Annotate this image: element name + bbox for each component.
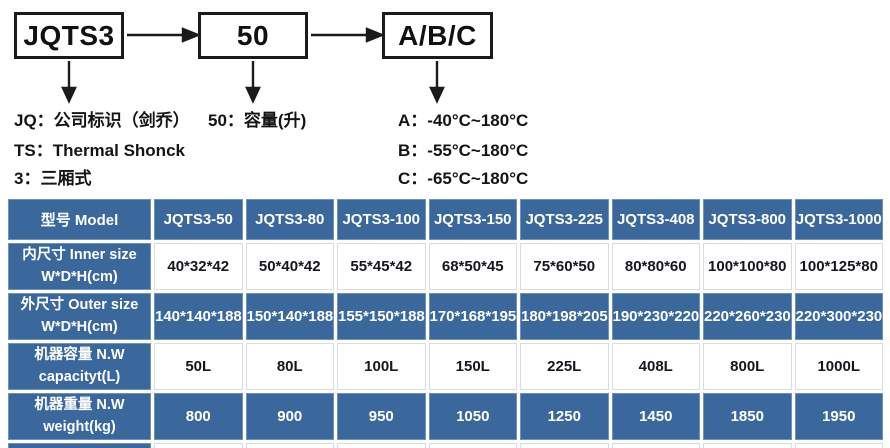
header-model-label: 型号 Model <box>8 199 151 240</box>
spec-cell: 50L <box>154 343 243 390</box>
header-model: JQTS3-225 <box>520 199 609 240</box>
row-outer-size: 外尺寸 Outer size W*D*H(cm) 140*140*188 150… <box>8 293 883 340</box>
spec-cell: 408L <box>611 343 700 390</box>
row-label-outer-size: 外尺寸 Outer size W*D*H(cm) <box>8 293 151 340</box>
spec-cell: 150L <box>428 343 517 390</box>
spec-cell: 100L <box>337 343 426 390</box>
arrowhead-down-1 <box>61 86 77 104</box>
header-model: JQTS3-80 <box>245 199 334 240</box>
spec-cell: 100*125*80 <box>794 243 883 290</box>
header-model: JQTS3-800 <box>703 199 792 240</box>
spec-cell: 55*45*42 <box>337 243 426 290</box>
row-weight: 机器重量 N.W weight(kg) 800 900 950 1050 125… <box>8 393 883 440</box>
spec-cell <box>794 443 883 448</box>
model-capacity-box: 50 <box>198 12 308 59</box>
spec-cell <box>245 443 334 448</box>
spec-cell: 80*80*60 <box>611 243 700 290</box>
header-model: JQTS3-50 <box>154 199 243 240</box>
spec-cell <box>520 443 609 448</box>
legend-temp-b: B：-55°C~180°C <box>398 141 529 160</box>
spec-cell: 220*300*230 <box>794 293 883 340</box>
spec-cell: 180*198*205 <box>520 293 609 340</box>
spec-cell: 155*150*188 <box>337 293 426 340</box>
row-partial-clipped <box>8 443 883 448</box>
model-temp-range-box: A/B/C <box>382 12 493 59</box>
table-header-row: 型号 Model JQTS3-50 JQTS3-80 JQTS3-100 JQT… <box>8 199 883 240</box>
spec-cell: 50*40*42 <box>245 243 334 290</box>
spec-table: 型号 Model JQTS3-50 JQTS3-80 JQTS3-100 JQT… <box>5 196 886 448</box>
row-label-line2: W*D*H(cm) <box>41 318 118 335</box>
spec-cell: 68*50*45 <box>428 243 517 290</box>
row-label-weight: 机器重量 N.W weight(kg) <box>8 393 151 440</box>
spec-cell: 950 <box>337 393 426 440</box>
spec-cell <box>154 443 243 448</box>
row-label-line2: W*D*H(cm) <box>41 268 118 285</box>
row-label-capacity: 机器容量 N.W capacityt(L) <box>8 343 151 390</box>
legend-capacity: 50：容量(升) <box>208 111 307 130</box>
spec-cell: 1950 <box>794 393 883 440</box>
row-label-line2: capacityt(L) <box>38 368 121 385</box>
arrowhead-right-1 <box>181 27 202 43</box>
legend-jq: JQ：公司标识（剑乔） <box>14 111 190 130</box>
spec-cell: 225L <box>520 343 609 390</box>
header-model: JQTS3-1000 <box>794 199 883 240</box>
spec-cell: 170*168*195 <box>428 293 517 340</box>
spec-cell: 80L <box>245 343 334 390</box>
row-label-inner-size: 内尺寸 Inner size W*D*H(cm) <box>8 243 151 290</box>
spec-cell: 190*230*220 <box>611 293 700 340</box>
spec-cell: 150*140*188 <box>245 293 334 340</box>
spec-cell: 1000L <box>794 343 883 390</box>
spec-cell: 140*140*188 <box>154 293 243 340</box>
row-label-line1: 机器容量 N.W <box>34 346 125 363</box>
spec-cell <box>337 443 426 448</box>
spec-cell: 1850 <box>703 393 792 440</box>
header-model: JQTS3-100 <box>337 199 426 240</box>
legend-temp-c: C：-65°C~180°C <box>398 169 529 188</box>
spec-cell <box>611 443 700 448</box>
row-label-line1: 内尺寸 Inner size <box>22 246 137 263</box>
row-inner-size: 内尺寸 Inner size W*D*H(cm) 40*32*42 50*40*… <box>8 243 883 290</box>
spec-cell <box>428 443 517 448</box>
arrowhead-down-3 <box>429 86 445 104</box>
arrowhead-down-2 <box>245 86 261 104</box>
spec-cell: 900 <box>245 393 334 440</box>
row-label-line1: 外尺寸 Outer size <box>20 296 139 313</box>
legend-temp-a: A：-40°C~180°C <box>398 111 529 130</box>
spec-cell: 220*260*230 <box>703 293 792 340</box>
flow-arrows <box>61 27 445 104</box>
spec-cell <box>703 443 792 448</box>
legend-three-chamber: 3：三厢式 <box>14 169 92 188</box>
spec-cell: 1450 <box>611 393 700 440</box>
spec-cell: 1250 <box>520 393 609 440</box>
spec-cell: 100*100*80 <box>703 243 792 290</box>
model-prefix-box: JQTS3 <box>14 12 124 59</box>
row-capacity: 机器容量 N.W capacityt(L) 50L 80L 100L 150L … <box>8 343 883 390</box>
header-model: JQTS3-408 <box>611 199 700 240</box>
legend-ts: TS：Thermal Shonck <box>14 141 185 160</box>
row-label-line2: weight(kg) <box>43 418 116 435</box>
spec-cell: 40*32*42 <box>154 243 243 290</box>
spec-cell: 75*60*50 <box>520 243 609 290</box>
spec-cell: 800L <box>703 343 792 390</box>
spec-cell: 800 <box>154 393 243 440</box>
row-label-clipped <box>8 443 151 448</box>
spec-cell: 1050 <box>428 393 517 440</box>
arrowhead-right-2 <box>365 27 386 43</box>
header-model: JQTS3-150 <box>428 199 517 240</box>
row-label-line1: 机器重量 N.W <box>34 396 125 413</box>
